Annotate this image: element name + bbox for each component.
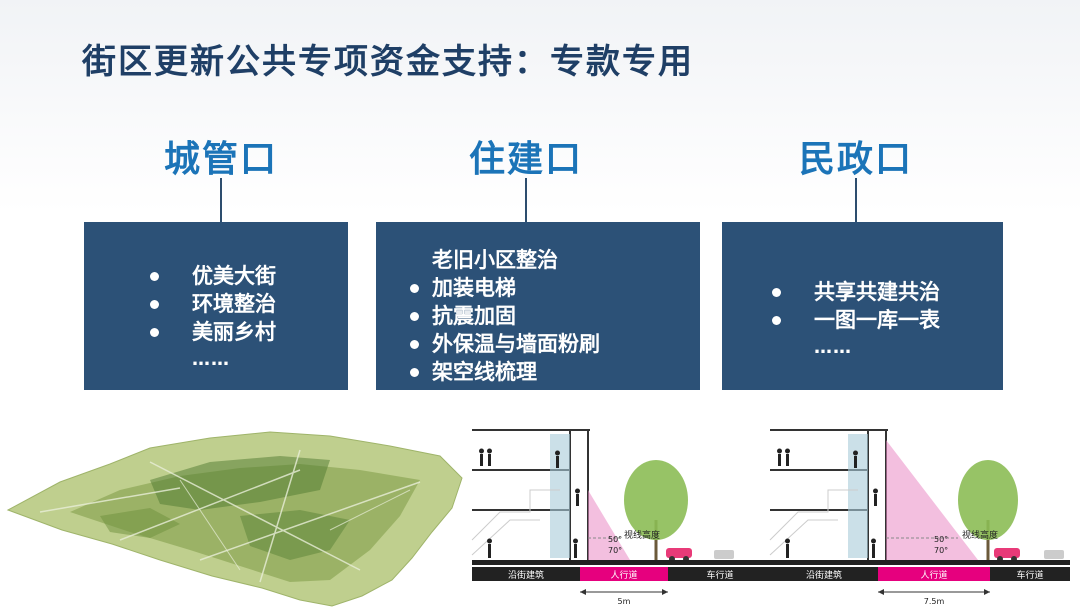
category-label-zhujian: 住建口 bbox=[468, 139, 583, 180]
list-item: 架空线梳理 bbox=[410, 358, 600, 386]
list-item: 共享共建共治 bbox=[772, 280, 940, 304]
street-section-diagram-5m: 50° 70° 视线高度 沿街建筑 人行道 车行道 5m bbox=[471, 429, 772, 606]
category-box-minzheng: 共享共建共治 一图一库一表 …… bbox=[722, 222, 1003, 390]
dimension-label: 5m bbox=[618, 597, 631, 606]
connector-line bbox=[525, 178, 527, 222]
angle-bottom-label: 70° bbox=[934, 546, 948, 555]
zone-sidewalk-label: 人行道 bbox=[920, 569, 947, 581]
angle-top-label: 50° bbox=[934, 535, 948, 544]
street-section-diagram-7-5m: 50° 70° 视线高度 沿街建筑 人行道 车行道 7.5m bbox=[769, 429, 1070, 606]
connector-line bbox=[220, 178, 222, 222]
zone-sidewalk-label: 人行道 bbox=[610, 569, 637, 581]
angle-bottom-label: 70° bbox=[608, 546, 622, 555]
list-item: 抗震加固 bbox=[410, 302, 600, 330]
connector-line bbox=[855, 178, 857, 222]
zone-building-label: 沿街建筑 bbox=[806, 569, 842, 581]
list-item: …… bbox=[814, 337, 852, 358]
list-item: 外保温与墙面粉刷 bbox=[410, 332, 600, 356]
slide-title: 街区更新公共专项资金支持：专款专用 bbox=[82, 42, 694, 82]
list-item: 加装电梯 bbox=[410, 274, 600, 302]
category-box-chengguan: 优美大街 环境整治 美丽乡村 …… bbox=[84, 222, 348, 390]
district-map-image bbox=[6, 431, 463, 607]
dimension-label: 7.5m bbox=[924, 597, 945, 606]
sightline-label: 视线高度 bbox=[624, 529, 660, 541]
angle-top-label: 50° bbox=[608, 535, 622, 544]
zone-road-label: 车行道 bbox=[1016, 569, 1043, 581]
category-box-zhujian: 老旧小区整治 加装电梯 抗震加固 外保温与墙面粉刷 架空线梳理 bbox=[376, 222, 700, 390]
list-item: 老旧小区整治 bbox=[432, 248, 558, 272]
zone-building-label: 沿街建筑 bbox=[508, 569, 544, 581]
list-item: 一图一库一表 bbox=[772, 308, 940, 332]
sightline-label: 视线高度 bbox=[962, 529, 998, 541]
zone-road-label: 车行道 bbox=[706, 569, 733, 581]
list-item: 环境整治 bbox=[150, 292, 276, 316]
category-label-minzheng: 民政口 bbox=[798, 139, 913, 180]
list-item: 美丽乡村 bbox=[150, 320, 276, 344]
list-item: 优美大街 bbox=[150, 264, 276, 288]
category-label-chengguan: 城管口 bbox=[163, 139, 278, 180]
list-item: …… bbox=[192, 349, 230, 370]
